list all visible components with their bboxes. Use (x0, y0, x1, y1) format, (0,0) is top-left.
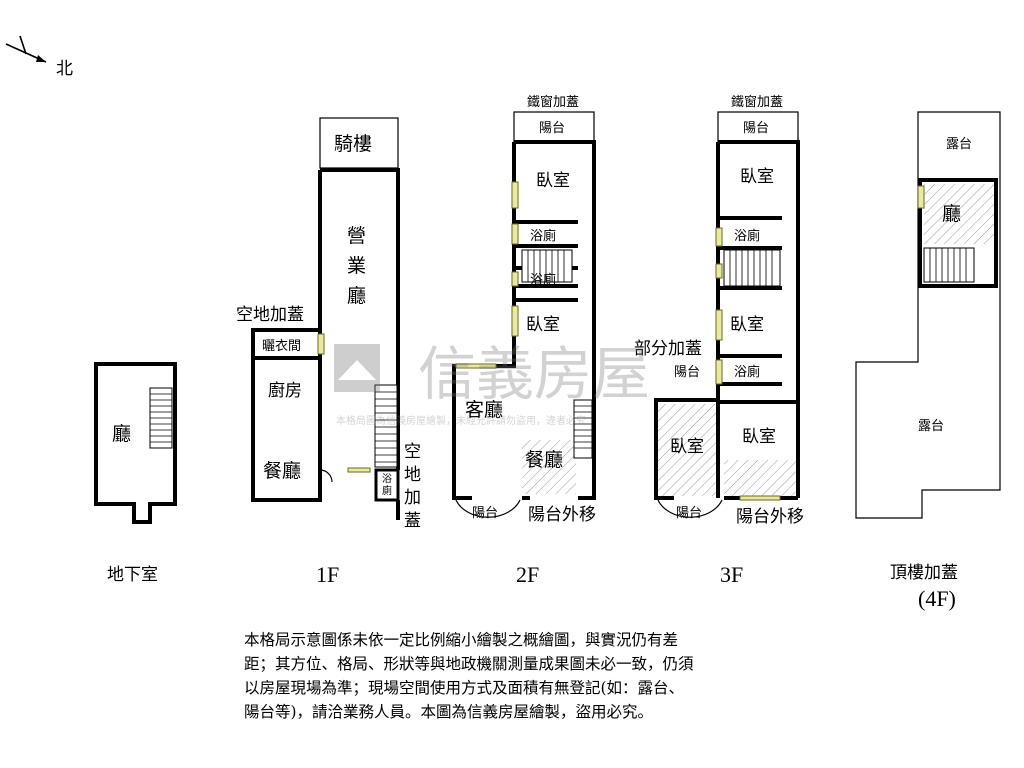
f4-floor-label-2: (4F) (918, 586, 956, 611)
f1-annex-right-char1: 空 (404, 442, 421, 462)
staircase-icon (521, 249, 573, 283)
f4-terrace-top-label: 露台 (946, 137, 972, 152)
f2-floor-label: 2F (516, 562, 539, 587)
disclaimer-line-4: 陽台等)，請洽業務人員。本圖為信義房屋繪製，盜用必究。 (244, 703, 654, 721)
compass-north-label: 北 (56, 59, 73, 79)
f1-laundry-label: 曬衣間 (262, 338, 301, 354)
floor2-plan (452, 111, 596, 518)
f3-balcony-mid-label: 陽台 (674, 365, 700, 380)
disclaimer-line-3: 以房屋現場為準；現場空間使用方式及面積有無登記(如：露台、 (244, 679, 685, 697)
f1-floor-label: 1F (316, 562, 339, 587)
staircase-icon (149, 387, 173, 449)
disclaimer-line-2: 距；其方位、格局、形狀等與地政機關測量成果圖未必一致，仍須 (244, 655, 694, 673)
f3-bedroom-1-label: 臥室 (740, 167, 774, 187)
disclaimer-line-1: 本格局示意圖係未依一定比例縮小繪製之概繪圖，與實況仍有差 (244, 631, 679, 649)
f2-dining-label: 餐廳 (525, 449, 563, 471)
f2-bedroom-2-label: 臥室 (526, 315, 560, 335)
floor4-plan (855, 111, 1001, 519)
f3-bath-1-label: 浴廁 (734, 228, 760, 244)
f1-annex-left-label: 空地加蓋 (236, 305, 304, 325)
f3-bedroom-3-label: 臥室 (670, 437, 704, 457)
watermark-notice: 本格局圖為信義房屋繪製，未經允許請勿盜用，違者必究 (336, 414, 586, 427)
north-arrow-icon (5, 35, 47, 63)
f1-annex-right-char2: 地 (404, 465, 421, 485)
f2-living-label: 客廳 (465, 399, 503, 421)
f4-floor-label-1: 頂樓加蓋 (890, 563, 958, 583)
f2-bath-1-label: 浴廁 (530, 228, 556, 244)
f2-bath-2-label: 浴廁 (530, 272, 556, 288)
floor1-plan (251, 117, 400, 520)
watermark: 信義房屋 本格局圖為信義房屋繪製，未經允許請勿盜用，違者必究 (334, 340, 650, 427)
basement-hall-label: 廳 (112, 423, 131, 445)
f1-bath-char1: 浴 (382, 473, 392, 485)
f1-arcade-label: 騎樓 (334, 133, 372, 155)
basement-floor-label: 地下室 (107, 565, 158, 585)
f2-iron-window-label: 鐵窗加蓋 (527, 94, 579, 110)
house-logo-icon (334, 344, 380, 392)
f3-bedroom-2-label: 臥室 (730, 315, 764, 335)
floor3-plan (654, 111, 800, 518)
f1-bath-char2: 廁 (382, 484, 392, 497)
f1-business-hall-char1: 營 (347, 225, 366, 247)
f3-balcony-top-label: 陽台 (743, 121, 769, 136)
staircase-icon (374, 384, 398, 468)
f2-balcony-top-label: 陽台 (539, 121, 565, 136)
f1-annex-right-char3: 加 (404, 488, 421, 508)
f3-iron-window-label: 鐵窗加蓋 (731, 94, 783, 110)
f3-balcony-moved-label: 陽台外移 (736, 507, 804, 527)
staircase-icon (723, 249, 781, 287)
f4-terrace-main-label: 露台 (918, 419, 944, 434)
f1-annex-right-char4: 蓋 (404, 511, 421, 531)
f1-business-hall-char3: 廳 (347, 285, 366, 307)
disclaimer-note: 本格局示意圖係未依一定比例縮小繪製之概繪圖，與實況仍有差 距；其方位、格局、形狀… (244, 628, 814, 724)
f1-dining-label: 餐廳 (263, 460, 301, 482)
basement-plan (94, 362, 177, 524)
staircase-icon (573, 399, 593, 459)
f1-kitchen-label: 廚房 (268, 380, 302, 401)
f2-balcony-bottom-label: 陽台 (472, 506, 498, 521)
watermark-brand: 信義房屋 (418, 340, 650, 408)
f3-balcony-bottom-label: 陽台 (676, 506, 702, 521)
staircase-icon (923, 247, 975, 283)
f3-bath-2-label: 浴廁 (734, 364, 760, 380)
f1-business-hall-char2: 業 (347, 255, 366, 277)
f3-bedroom-4-label: 臥室 (742, 427, 776, 447)
f3-floor-label: 3F (720, 562, 743, 587)
f2-bedroom-1-label: 臥室 (536, 171, 570, 191)
f3-partial-annex-label: 部分加蓋 (634, 339, 702, 359)
f4-hall-label: 廳 (942, 203, 961, 225)
f2-balcony-moved-label: 陽台外移 (528, 505, 596, 525)
